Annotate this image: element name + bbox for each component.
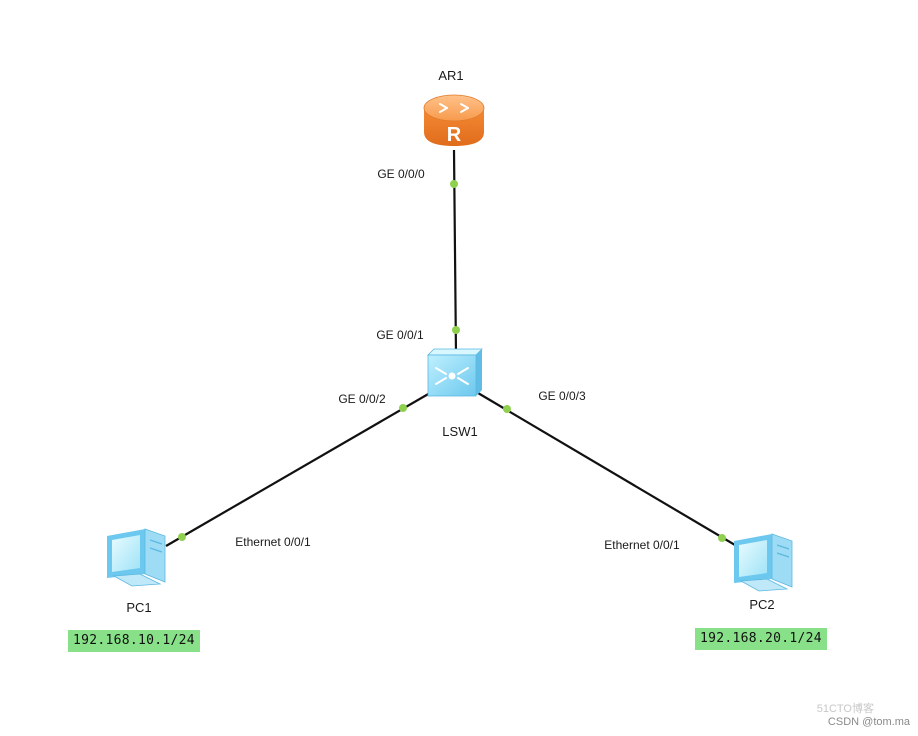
port-labels: GE 0/0/0 GE 0/0/1 GE 0/0/2 GE 0/0/3 Ethe…	[235, 167, 680, 552]
port-dot-lsw1-ge002	[399, 404, 407, 412]
pc1-ip-address: 192.168.10.1/24	[68, 630, 200, 652]
pc-icon	[734, 533, 793, 592]
switch-icon	[427, 348, 483, 397]
port-label-lsw1-ge002: GE 0/0/2	[338, 392, 386, 406]
link-lsw1-pc1[interactable]	[165, 392, 431, 547]
pc1-label: PC1	[126, 600, 151, 615]
port-dot-ar1-ge000	[450, 180, 458, 188]
pc1[interactable]: PC1	[107, 528, 166, 615]
router-label: AR1	[438, 68, 463, 83]
port-dot-pc2-eth001	[718, 534, 726, 542]
pc2-ip-address: 192.168.20.1/24	[695, 628, 827, 650]
pc2-label: PC2	[749, 597, 774, 612]
port-dots	[178, 180, 726, 542]
port-label-lsw1-ge001: GE 0/0/1	[376, 328, 424, 342]
svg-text:R: R	[447, 124, 462, 146]
link-lsw1-pc2[interactable]	[477, 392, 736, 546]
port-dot-pc1-eth001	[178, 533, 186, 541]
pc2[interactable]: PC2	[734, 533, 793, 612]
port-dot-lsw1-ge003	[503, 405, 511, 413]
router-icon: R	[423, 94, 485, 146]
switch-lsw1[interactable]: LSW1	[427, 348, 483, 439]
port-dot-lsw1-ge001	[452, 326, 460, 334]
watermark: CSDN @tom.ma	[827, 716, 910, 728]
watermark-faint: 51CTO博客	[816, 703, 874, 715]
port-label-pc2-eth001: Ethernet 0/0/1	[604, 538, 680, 552]
switch-label: LSW1	[442, 424, 477, 439]
port-label-lsw1-ge003: GE 0/0/3	[538, 389, 586, 403]
port-label-ar1-ge000: GE 0/0/0	[377, 167, 425, 181]
links	[165, 149, 736, 547]
pc-icon	[107, 528, 166, 587]
port-label-pc1-eth001: Ethernet 0/0/1	[235, 535, 311, 549]
router-ar1[interactable]: R AR1	[423, 68, 485, 146]
